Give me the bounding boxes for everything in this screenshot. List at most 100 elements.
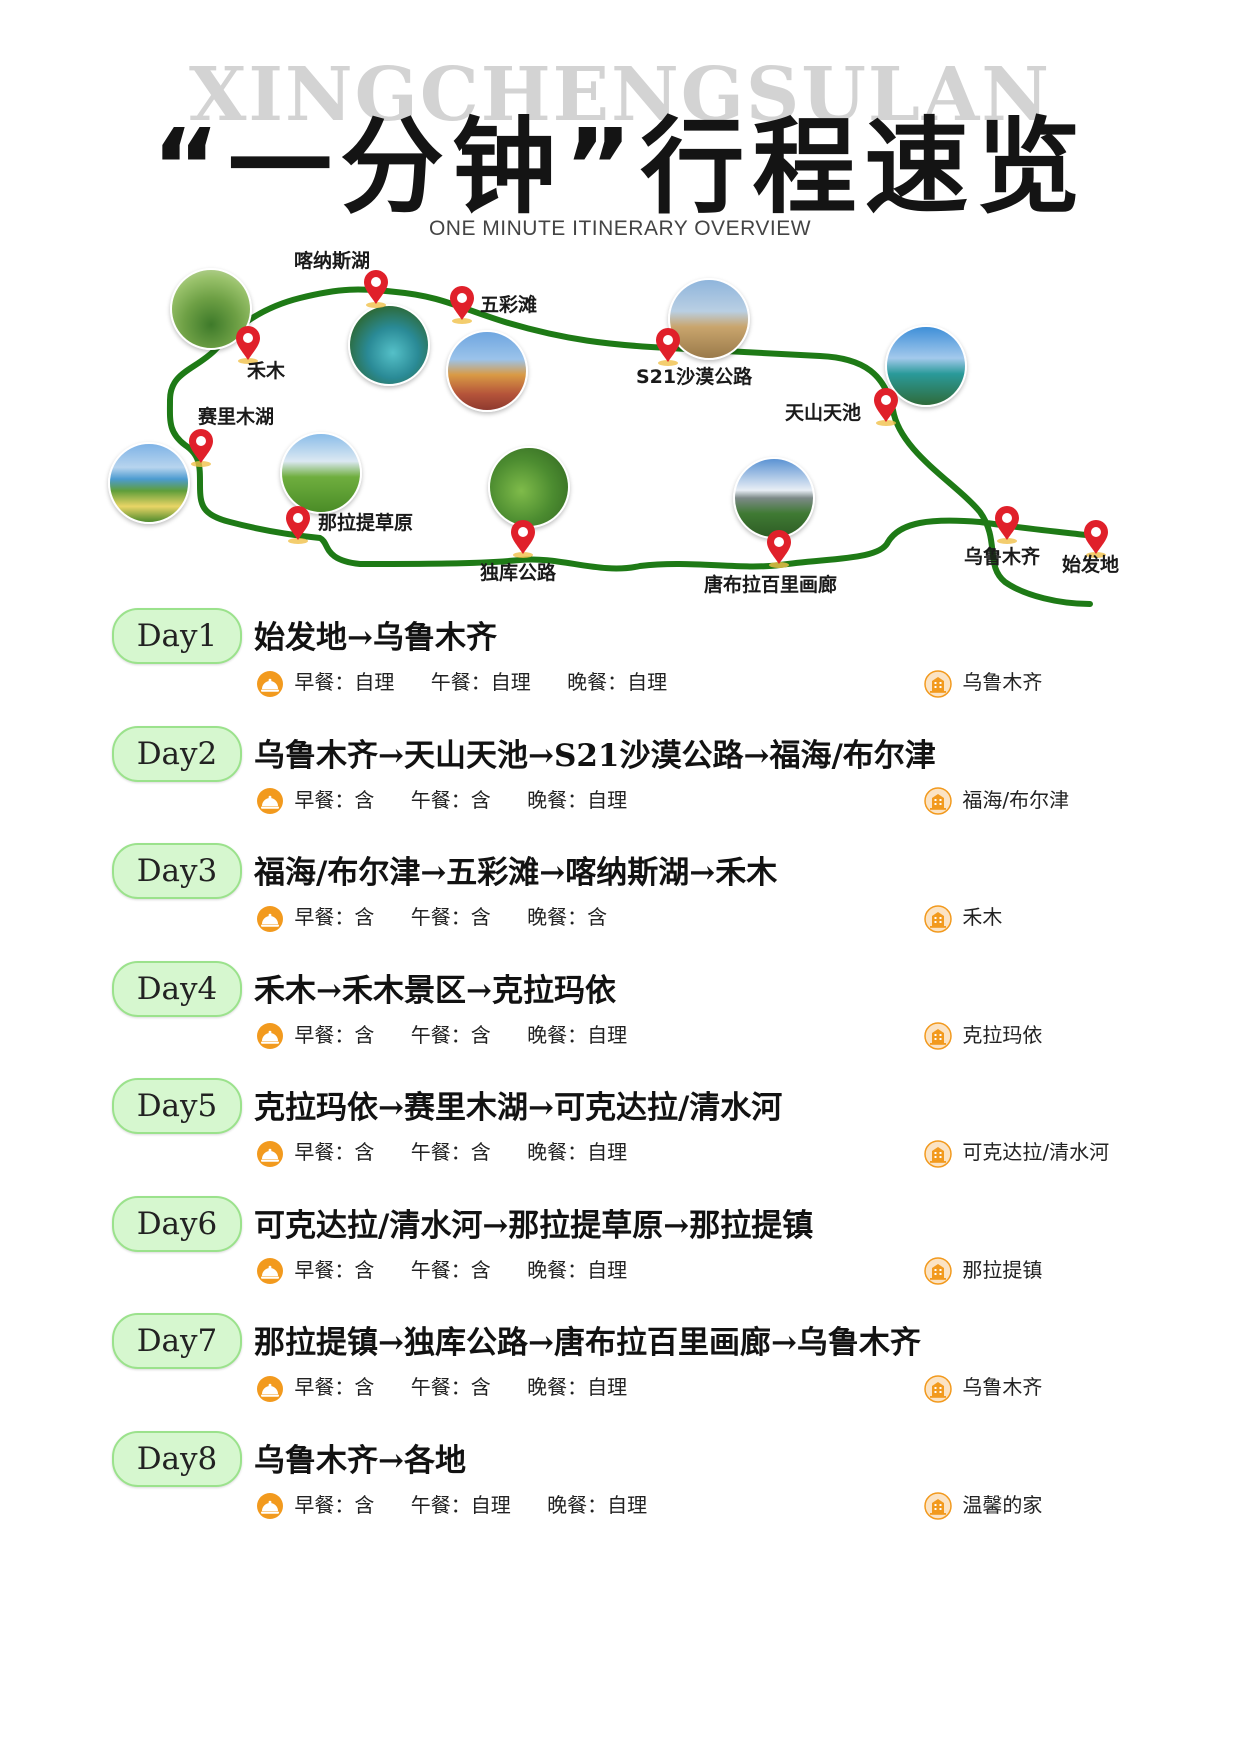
header-watermark: XINGCHENGSULAN xyxy=(189,52,1051,138)
day-meals: 早餐：自理 午餐：自理 晚餐：自理 xyxy=(256,666,697,698)
pin-label-kanas-lake: 喀纳斯湖 xyxy=(294,250,371,272)
pin-tianchi xyxy=(871,386,901,426)
hotel-name: 那拉提镇 xyxy=(962,1257,1043,1282)
pin-label-urumqi: 乌鲁木齐 xyxy=(964,546,1041,568)
pin-label-wucaitan: 五彩滩 xyxy=(480,294,538,316)
day-hotel: 禾木 xyxy=(924,901,1002,933)
day-row-4: Day4 禾木→禾木景区→克拉玛依 早餐：含 午餐：含 晚餐：自理 xyxy=(112,960,1152,1071)
hotel-name: 乌鲁木齐 xyxy=(962,1375,1043,1399)
lunch-label: 午餐：含 xyxy=(410,1140,491,1164)
breakfast-label: 早餐：自理 xyxy=(294,670,395,694)
hotel-icon xyxy=(924,1139,952,1168)
dinner-label: 晚餐：含 xyxy=(527,905,608,929)
pin-label-origin: 始发地 xyxy=(1062,554,1120,576)
page-subtitle: ONE MINUTE ITINERARY OVERVIEW xyxy=(428,217,812,240)
meal-icon xyxy=(257,1258,283,1284)
day-meals: 早餐：含 午餐：含 晚餐：自理 xyxy=(256,1019,657,1051)
day-hotel: 克拉玛依 xyxy=(924,1019,1042,1051)
lunch-label: 午餐：含 xyxy=(410,905,491,929)
lunch-label: 午餐：含 xyxy=(410,787,491,812)
lunch-label: 午餐：含 xyxy=(410,1022,491,1047)
route-map: 喀纳斯湖 五彩滩 禾木 S21沙漠公路 天山天池 赛里木湖 那拉提草原 独库公路… xyxy=(0,250,1240,670)
day-meals: 早餐：含 午餐：含 晚餐：自理 xyxy=(256,1254,657,1286)
lunch-label: 午餐：含 xyxy=(410,1257,491,1282)
day-row-2: Day2 乌鲁木齐→天山天池→S21沙漠公路→福海/布尔津 早餐：含 午餐：含 … xyxy=(112,725,1152,836)
day-badge: Day6 xyxy=(112,1195,242,1252)
pin-wucaitan xyxy=(447,284,477,324)
photo-sayram-lake xyxy=(108,442,190,524)
breakfast-label: 早餐：含 xyxy=(294,1257,375,1282)
pin-sayram-lake xyxy=(186,427,216,467)
pin-urumqi xyxy=(992,504,1022,544)
day-route: 禾木→禾木景区→克拉玛依 xyxy=(254,972,616,1009)
hotel-icon xyxy=(924,787,952,815)
day-route: 福海/布尔津→五彩滩→喀纳斯湖→禾木 xyxy=(254,855,778,891)
day-hotel: 乌鲁木齐 xyxy=(924,1371,1042,1403)
day-meals: 早餐：含 午餐：含 晚餐：自理 xyxy=(256,784,657,816)
hotel-name: 克拉玛依 xyxy=(962,1022,1043,1047)
day-badge: Day1 xyxy=(112,608,242,664)
hotel-icon xyxy=(924,904,952,933)
pin-s21-road xyxy=(653,326,683,366)
hotel-icon xyxy=(924,1022,952,1050)
pin-label-hemu: 禾木 xyxy=(247,360,286,382)
meal-icon xyxy=(257,1375,283,1402)
photo-wucaitan xyxy=(446,330,528,412)
day-hotel: 福海/布尔津 xyxy=(924,784,1069,816)
hotel-icon xyxy=(924,1492,952,1520)
day-route: 乌鲁木齐→各地 xyxy=(254,1442,466,1479)
photo-nalati xyxy=(280,432,362,514)
day-meals: 早餐：含 午餐：含 晚餐：含 xyxy=(256,901,637,933)
photo-kanas-lake xyxy=(348,304,430,386)
dinner-label: 晚餐：自理 xyxy=(527,1375,628,1399)
pin-label-nalati: 那拉提草原 xyxy=(318,512,414,534)
meal-icon xyxy=(257,1140,283,1167)
hotel-icon xyxy=(924,1257,952,1285)
day-meals: 早餐：含 午餐：自理 晚餐：自理 xyxy=(256,1489,677,1521)
pin-kanas-lake xyxy=(361,268,391,308)
day-route: 始发地→乌鲁木齐 xyxy=(254,620,497,656)
photo-tangbula xyxy=(733,457,815,539)
dinner-label: 晚餐：自理 xyxy=(527,787,628,812)
day-badge: Day5 xyxy=(112,1078,242,1134)
breakfast-label: 早餐：含 xyxy=(294,1492,375,1517)
day-row-1: Day1 始发地→乌鲁木齐 早餐：自理 午餐：自理 晚餐：自理 xyxy=(112,608,1152,718)
meal-icon xyxy=(257,788,283,814)
day-route: 可克达拉/清水河→那拉提草原→那拉提镇 xyxy=(254,1207,814,1244)
day-hotel: 温馨的家 xyxy=(924,1489,1042,1521)
pin-label-s21-road: S21沙漠公路 xyxy=(636,366,753,388)
day-hotel: 乌鲁木齐 xyxy=(924,666,1042,698)
lunch-label: 午餐：含 xyxy=(410,1375,491,1399)
pin-tangbula xyxy=(764,528,794,568)
day-row-8: Day8 乌鲁木齐→各地 早餐：含 午餐：自理 晚餐：自理 xyxy=(112,1430,1152,1541)
pin-nalati xyxy=(283,504,313,544)
hotel-name: 禾木 xyxy=(962,905,1003,929)
breakfast-label: 早餐：含 xyxy=(294,787,375,812)
day-route: 克拉玛依→赛里木湖→可克达拉/清水河 xyxy=(254,1090,783,1126)
photo-duku-road xyxy=(488,446,570,528)
hotel-icon xyxy=(924,1374,952,1403)
hotel-name: 可克达拉/清水河 xyxy=(962,1140,1110,1164)
meal-icon xyxy=(257,1493,283,1519)
dinner-label: 晚餐：自理 xyxy=(547,1492,648,1517)
day-badge: Day3 xyxy=(112,843,242,899)
day-hotel: 可克达拉/清水河 xyxy=(924,1136,1109,1168)
meal-icon xyxy=(257,670,283,697)
hotel-name: 乌鲁木齐 xyxy=(962,670,1043,694)
day-meals: 早餐：含 午餐：含 晚餐：自理 xyxy=(256,1371,657,1403)
hotel-icon xyxy=(924,669,952,698)
day-badge: Day2 xyxy=(112,725,242,782)
pin-label-duku-road: 独库公路 xyxy=(480,562,557,584)
breakfast-label: 早餐：含 xyxy=(294,1140,375,1164)
day-hotel: 那拉提镇 xyxy=(924,1254,1042,1286)
hotel-name: 温馨的家 xyxy=(962,1492,1043,1517)
page-title: “一分钟”行程速览 xyxy=(151,106,1089,228)
day-row-5: Day5 克拉玛依→赛里木湖→可克达拉/清水河 早餐：含 午餐：含 晚餐：自理 xyxy=(112,1078,1152,1188)
breakfast-label: 早餐：含 xyxy=(294,905,375,929)
photo-tianchi xyxy=(885,325,967,407)
pin-label-tangbula: 唐布拉百里画廊 xyxy=(704,574,838,596)
meal-icon xyxy=(257,1023,283,1049)
day-meals: 早餐：含 午餐：含 晚餐：自理 xyxy=(256,1136,657,1168)
day-row-6: Day6 可克达拉/清水河→那拉提草原→那拉提镇 早餐：含 午餐：含 晚餐：自理 xyxy=(112,1195,1152,1306)
breakfast-label: 早餐：含 xyxy=(294,1022,375,1047)
